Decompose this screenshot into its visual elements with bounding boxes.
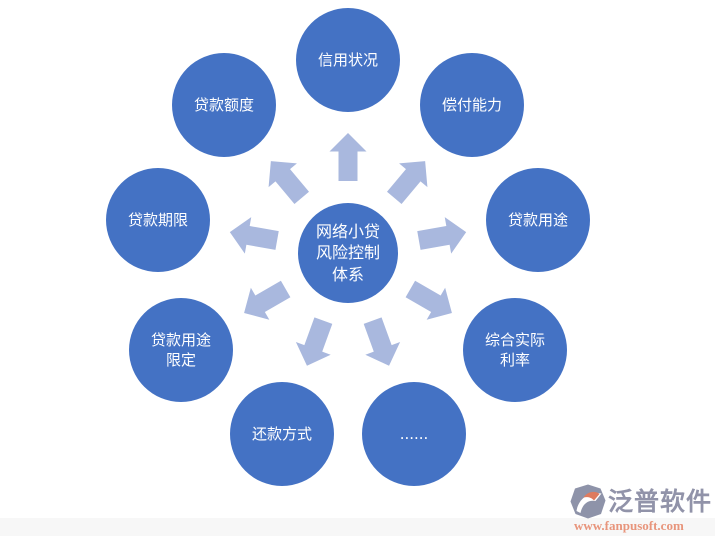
arrow-ellipsis-icon	[363, 317, 401, 366]
arrow-loan-term-icon	[229, 217, 279, 254]
node-loan-purpose-restriction: 贷款用途限定	[129, 298, 233, 402]
node-ellipsis: ......	[362, 382, 466, 486]
arrow-loan-amount-icon	[268, 161, 309, 204]
node-effective-interest-rate: 综合实际利率	[463, 298, 567, 402]
arrow-loan-purpose-icon	[417, 217, 467, 254]
node-repayment-method-label: 还款方式	[251, 424, 312, 443]
node-effective-interest-rate-label: 综合实际利率	[484, 330, 545, 369]
node-repayment-method: 还款方式	[230, 382, 334, 486]
arrow-credit-status-icon	[329, 133, 367, 181]
center-topic-label: 网络小贷风险控制体系	[315, 221, 380, 284]
bottom-strip	[0, 518, 715, 536]
arrow-repayment-ability-icon	[387, 161, 428, 204]
vendor-watermark: 泛普软件 www.fanpusoft.com	[570, 484, 712, 534]
vendor-brand-name: 泛普软件	[607, 486, 712, 516]
node-loan-purpose-restriction-label: 贷款用途限定	[150, 330, 211, 369]
node-loan-term: 贷款期限	[106, 168, 210, 272]
node-repayment-ability-label: 偿付能力	[441, 95, 502, 114]
node-ellipsis-label: ......	[399, 424, 429, 443]
node-repayment-ability: 偿付能力	[420, 53, 524, 157]
center-topic: 网络小贷风险控制体系	[298, 203, 398, 303]
arrow-loan-purpose-restriction-icon	[244, 280, 291, 320]
vendor-url: www.fanpusoft.com	[573, 518, 684, 533]
arrow-effective-interest-rate-icon	[405, 280, 452, 320]
node-credit-status: 信用状况	[296, 8, 400, 112]
node-loan-purpose-label: 贷款用途	[507, 210, 568, 229]
node-loan-amount-label: 贷款额度	[193, 95, 254, 114]
node-credit-status-label: 信用状况	[317, 50, 378, 69]
arrow-repayment-method-icon	[295, 317, 333, 366]
node-loan-term-label: 贷款期限	[127, 210, 188, 229]
node-loan-purpose: 贷款用途	[486, 168, 590, 272]
node-loan-amount: 贷款额度	[172, 53, 276, 157]
fanpu-logo-icon	[570, 484, 606, 519]
